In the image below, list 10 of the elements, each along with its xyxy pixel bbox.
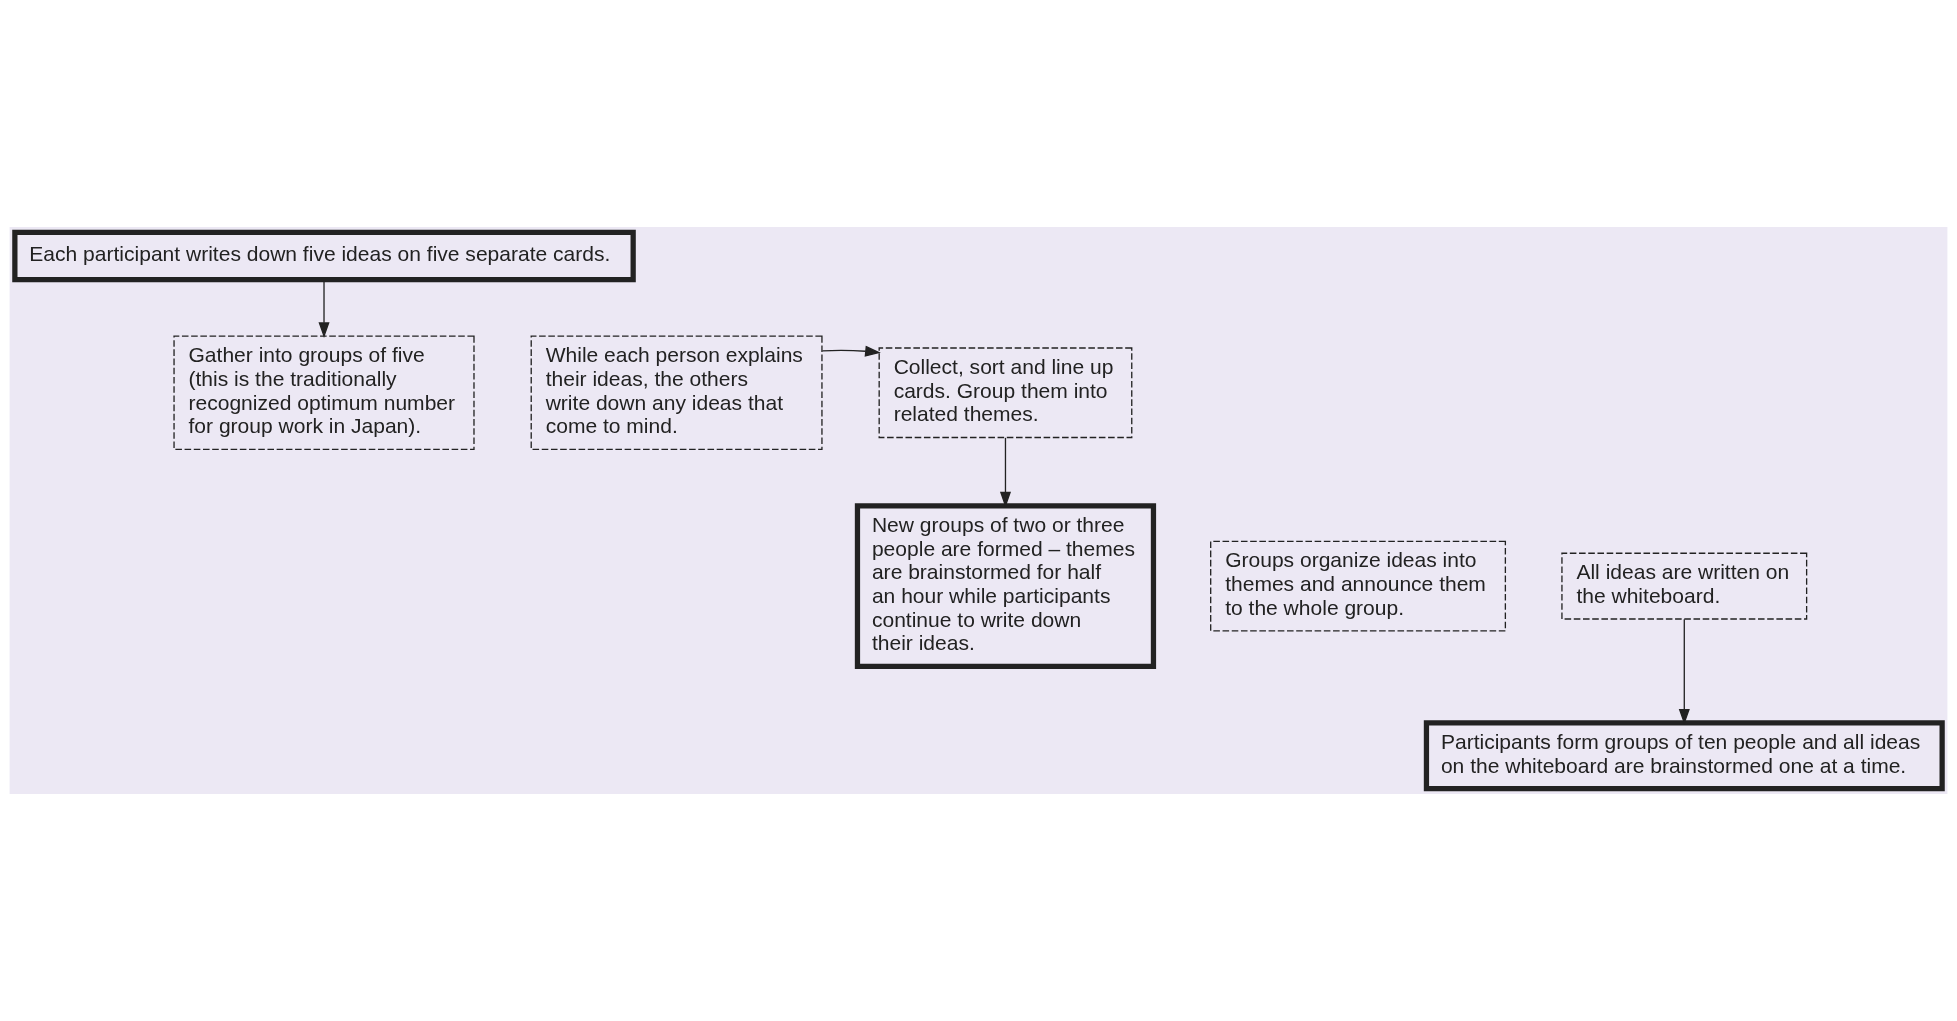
- node-box: Each participant writes down five ideas on five separate cards.: [12, 229, 636, 283]
- arrow: [821, 345, 881, 357]
- node-box: Groups organize ideas into themes and announce them to the whole group.: [1210, 540, 1507, 632]
- arrow: [318, 279, 330, 339]
- node-box: Collect, sort and line up cards. Group them into related themes.: [878, 347, 1133, 439]
- node-box: New groups of two or three people are formed – themes are brainstormed for half an hour while participants continue to write down their ideas.: [854, 503, 1157, 669]
- node-box: Participants form groups of ten people and all ideas on the whiteboard are brainstormed one at a time.: [1423, 720, 1945, 792]
- node-box: All ideas are written on the whiteboard.: [1561, 552, 1808, 620]
- node-box: Gather into groups of five (this is the traditionally recognized optimum number for group work in Japan).: [173, 335, 475, 450]
- node-box: While each person explains their ideas, the others write down any ideas that come to mind.: [530, 335, 823, 450]
